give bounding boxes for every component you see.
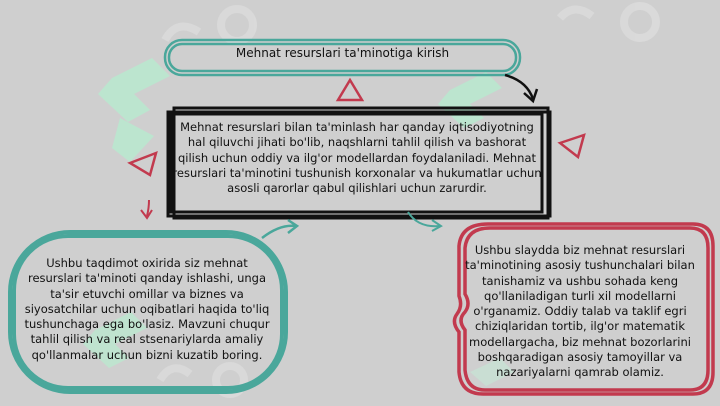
triangle-icon: [127, 150, 158, 177]
arrow-icon: [504, 73, 539, 104]
watermark-logo-icon: [98, 58, 170, 162]
center-box-text: Mehnat resurslari bilan ta'minlash har q…: [172, 120, 542, 196]
right-box-text: Ushbu slaydda biz mehnat resurslari ta'm…: [465, 243, 695, 380]
triangle-icon: [335, 77, 365, 102]
watermark-logo-icon: [470, 358, 514, 386]
left-box-text: Ushbu taqdimot oxirida siz mehnat resurs…: [24, 256, 270, 362]
title-box-text: Mehnat resurslari ta'minotiga kirish: [235, 46, 450, 60]
watermark-logo-icon: [83, 312, 147, 368]
triangle-icon: [557, 133, 586, 160]
arrow-icon: [407, 211, 443, 232]
title-pill-outline: [163, 38, 522, 77]
arrow-icon: [140, 199, 153, 220]
right-box-outline: [452, 222, 715, 396]
left-box-outline: [8, 230, 288, 394]
watermark-text-icon: [156, 2, 660, 398]
arrow-icon: [261, 218, 300, 239]
center-box-outline: [166, 106, 552, 220]
